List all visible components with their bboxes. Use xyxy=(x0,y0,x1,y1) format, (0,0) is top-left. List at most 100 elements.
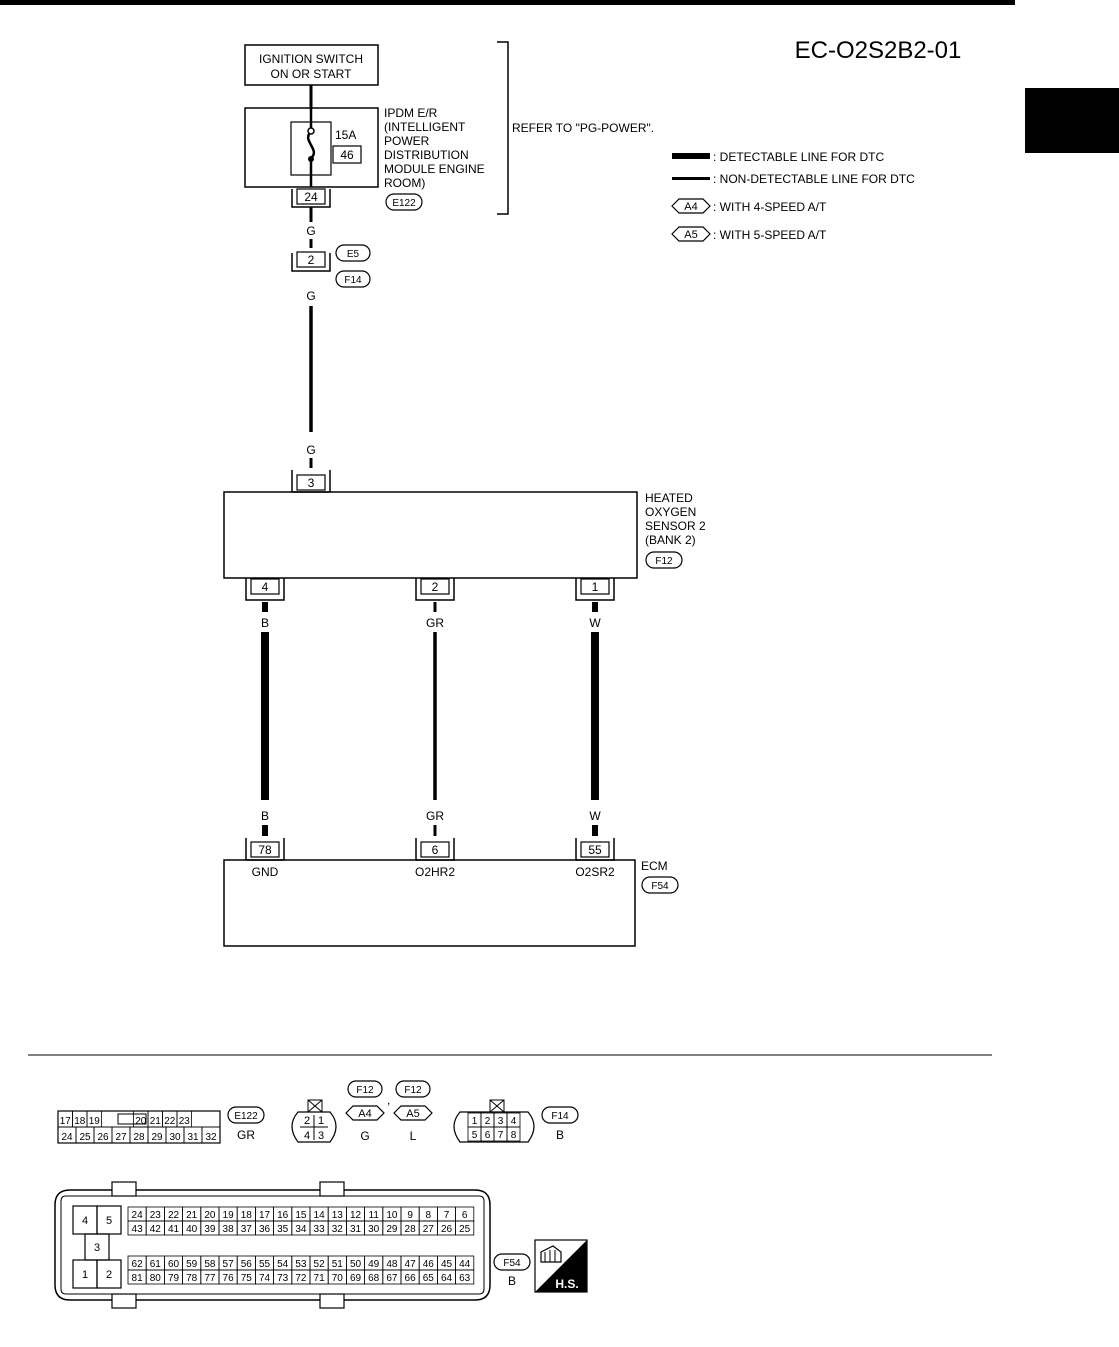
legend-detectable: : DETECTABLE LINE FOR DTC xyxy=(713,150,884,164)
f54-r2-1: 42 xyxy=(150,1224,162,1235)
f54-r3-13: 49 xyxy=(368,1259,380,1270)
f14-r1-2: 3 xyxy=(498,1116,504,1127)
f54-color: B xyxy=(508,1274,516,1288)
f14-r2-2: 7 xyxy=(498,1130,504,1141)
f12-tag2: F12 xyxy=(404,1085,422,1096)
f54-r2-8: 35 xyxy=(277,1224,289,1235)
f12-tag: F12 xyxy=(356,1085,374,1096)
e122-tag: E122 xyxy=(234,1111,258,1122)
ipdm-line-5: ROOM) xyxy=(384,176,425,190)
section-tab xyxy=(1025,88,1119,153)
ecm-pin-1: 6 xyxy=(432,843,439,857)
e122-r2-6: 30 xyxy=(169,1132,181,1143)
ipdm-line-1: (INTELLIGENT xyxy=(384,120,466,134)
f54-r3-10: 52 xyxy=(314,1259,326,1270)
f54-r2-10: 33 xyxy=(314,1224,326,1235)
ecm-connector: F54 xyxy=(651,881,669,892)
f12-color-a4: G xyxy=(360,1129,369,1143)
e122-r2-2: 26 xyxy=(97,1132,109,1143)
f54-r3-9: 53 xyxy=(295,1259,307,1270)
e122-r2-4: 28 xyxy=(133,1132,145,1143)
sensor-line-3: (BANK 2) xyxy=(645,533,696,547)
refer-text: REFER TO "PG-POWER". xyxy=(512,121,654,135)
legend-a4-text: : WITH 4-SPEED A/T xyxy=(713,200,827,214)
connector-f12-face: 2 1 4 3 F12 , F12 A4 A5 G L xyxy=(291,1080,433,1143)
f54-r1-13: 11 xyxy=(369,1210,380,1221)
f54-r4-2: 79 xyxy=(168,1273,180,1284)
f54-r1-18: 6 xyxy=(462,1210,468,1221)
f54-r1-12: 12 xyxy=(350,1210,362,1221)
f54-r3-18: 44 xyxy=(459,1259,471,1270)
f54-r3-1: 61 xyxy=(150,1259,162,1270)
f54-r1-0: 24 xyxy=(132,1210,144,1221)
f54-r3-5: 57 xyxy=(223,1259,235,1270)
sensor-top-pin: 3 xyxy=(308,476,315,490)
ecm-pin-2: 55 xyxy=(588,843,602,857)
ipdm-pin: 24 xyxy=(304,190,318,204)
f54-r3-4: 58 xyxy=(204,1259,216,1270)
f14-r2-0: 5 xyxy=(472,1130,478,1141)
ecm-term-2: O2SR2 xyxy=(575,865,615,879)
f12-comma: , xyxy=(387,1093,390,1107)
sensor-pin-group-3: 1 xyxy=(575,578,615,601)
f54-left-3: 1 xyxy=(82,1269,88,1281)
wire-label-top-2: W xyxy=(589,616,601,630)
ignition-line1: IGNITION SWITCH xyxy=(259,52,363,66)
f14-color: B xyxy=(556,1128,564,1142)
f12-pin-2: 4 xyxy=(304,1130,310,1142)
f54-r1-7: 17 xyxy=(259,1210,271,1221)
f54-r2-4: 39 xyxy=(204,1224,216,1235)
f54-r4-13: 68 xyxy=(368,1273,380,1284)
e122-r2-0: 24 xyxy=(61,1132,73,1143)
ipdm-line-4: MODULE ENGINE xyxy=(384,162,485,176)
f54-r3-7: 55 xyxy=(259,1259,271,1270)
f54-r2-6: 37 xyxy=(241,1224,253,1235)
f54-r1-9: 15 xyxy=(295,1210,307,1221)
f54-r4-5: 76 xyxy=(223,1273,235,1284)
f54-r2-3: 40 xyxy=(186,1224,198,1235)
f54-r3-0: 62 xyxy=(132,1259,144,1270)
f12-a5: A5 xyxy=(406,1108,419,1120)
f54-r4-14: 67 xyxy=(386,1273,398,1284)
f54-r3-17: 45 xyxy=(441,1259,453,1270)
f12-a4: A4 xyxy=(358,1108,371,1120)
f14-r2-3: 8 xyxy=(511,1130,517,1141)
f54-r1-16: 8 xyxy=(426,1210,432,1221)
f54-r2-12: 31 xyxy=(350,1224,362,1235)
f54-r4-15: 66 xyxy=(405,1273,417,1284)
f54-r1-2: 22 xyxy=(168,1210,180,1221)
ipdm-connector: E122 xyxy=(392,198,416,209)
f54-r3-16: 46 xyxy=(423,1259,435,1270)
f54-r1-8: 16 xyxy=(277,1210,289,1221)
f54-r4-16: 65 xyxy=(423,1273,435,1284)
e122-r1-1: 18 xyxy=(74,1116,86,1127)
sensor-box xyxy=(223,491,638,579)
detectable-line-swatch xyxy=(672,153,710,159)
f12-pin-0: 2 xyxy=(304,1115,310,1127)
legend-non-detectable: : NON-DETECTABLE LINE FOR DTC xyxy=(713,172,915,186)
f14-r1-1: 2 xyxy=(485,1116,491,1127)
e122-r2-7: 31 xyxy=(187,1132,199,1143)
wire-label-bottom-0: B xyxy=(261,809,269,823)
harness-side-icon: H.S. xyxy=(534,1239,588,1293)
f54-r2-9: 34 xyxy=(295,1224,307,1235)
f54-r4-8: 73 xyxy=(277,1273,289,1284)
f54-r2-7: 36 xyxy=(259,1224,271,1235)
fuse-number: 46 xyxy=(340,148,354,162)
sensor-pin-2: 1 xyxy=(592,580,599,594)
hs-label: H.S. xyxy=(555,1277,578,1291)
ignition-line2: ON OR START xyxy=(271,67,353,81)
sensor-pin-0: 4 xyxy=(262,580,269,594)
f14-r1-3: 4 xyxy=(511,1116,517,1127)
wire-label-top-0: B xyxy=(261,616,269,630)
f12-pin-3: 3 xyxy=(318,1130,324,1142)
f54-r2-2: 41 xyxy=(168,1224,180,1235)
f54-r3-14: 48 xyxy=(386,1259,398,1270)
f54-r4-0: 81 xyxy=(132,1273,144,1284)
